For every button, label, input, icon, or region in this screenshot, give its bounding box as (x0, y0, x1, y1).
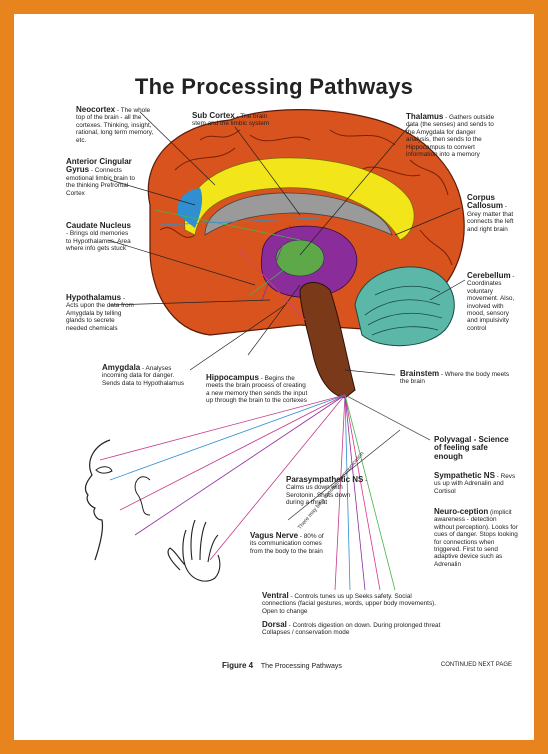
label-hypothalamus: Hypothalamus - Acts upon the data from A… (66, 294, 134, 332)
label-hippocampus: Hippocampus - Begins the meets the brain… (206, 374, 310, 405)
figure-title: The Processing Pathways (261, 663, 342, 670)
eye-icon (96, 467, 112, 473)
label-brainstem: Brainstem - Where the body meets the bra… (400, 370, 510, 386)
label-subcortex: Sub Cortex - The brain stem and the limb… (192, 112, 270, 128)
label-neuroception: Neuro-ception (implicit awareness - dete… (434, 508, 518, 568)
label-dorsal: Dorsal - Controls digestion on down. Dur… (262, 621, 442, 637)
hand-icon (168, 520, 220, 581)
nerve-lines (100, 395, 430, 590)
figure-number: Figure 4 (222, 661, 253, 670)
label-corpus-callosum: Corpus Callosum - Grey matter that conne… (467, 194, 517, 233)
continued-note: CONTINUED NEXT PAGE (441, 662, 512, 668)
label-ventral: Ventral - Controls tunes us up Seeks saf… (262, 592, 442, 615)
label-thalamus: Thalamus - Gathers outside data (the sen… (406, 113, 498, 158)
label-polyvagal: Polyvagal - Science of feeling safe enou… (434, 436, 514, 461)
figure-caption: Figure 4 The Processing Pathways (222, 661, 342, 670)
label-sympathetic: Sympathetic NS - Revs us up with Adrenal… (434, 472, 518, 495)
label-neocortex: Neocortex - The whole top of the brain -… (76, 106, 158, 144)
label-caudate-nucleus: Caudate Nucleus - Brings old memories to… (66, 222, 132, 253)
label-amygdala: Amygdala - Analyses incoming data for da… (102, 364, 192, 387)
label-vagus-nerve: Vagus Nerve - 80% of its communication c… (250, 532, 326, 555)
label-cerebellum: Cerebellum - Coordinates voluntary movem… (467, 272, 519, 332)
label-anterior-cingular-gyrus: Anterior Cingular Gyrus - Connects emoti… (66, 158, 144, 197)
page-title: The Processing Pathways (0, 74, 548, 100)
